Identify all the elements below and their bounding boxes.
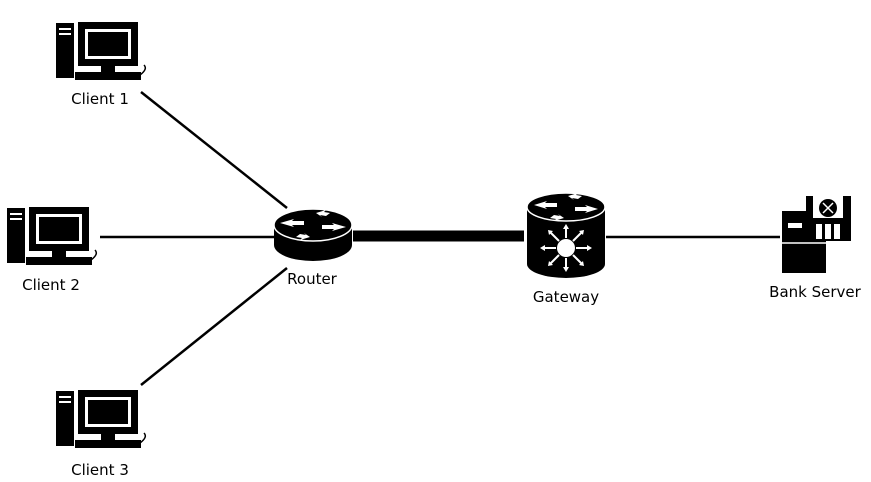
link-client3-router xyxy=(140,267,288,386)
router-label: Router xyxy=(287,270,337,288)
client1-workstation-icon xyxy=(56,22,147,80)
bank-server-label: Bank Server xyxy=(769,283,861,301)
client3-label: Client 3 xyxy=(71,461,129,479)
router-icon xyxy=(273,208,353,261)
client2-workstation-icon xyxy=(7,207,98,265)
link-client1-router xyxy=(140,91,288,209)
gateway-icon xyxy=(526,192,606,278)
bank-server-icon xyxy=(782,196,851,273)
client3-workstation-icon xyxy=(56,390,147,448)
client2-label: Client 2 xyxy=(22,276,80,294)
client1-label: Client 1 xyxy=(71,90,129,108)
gateway-label: Gateway xyxy=(532,288,600,306)
